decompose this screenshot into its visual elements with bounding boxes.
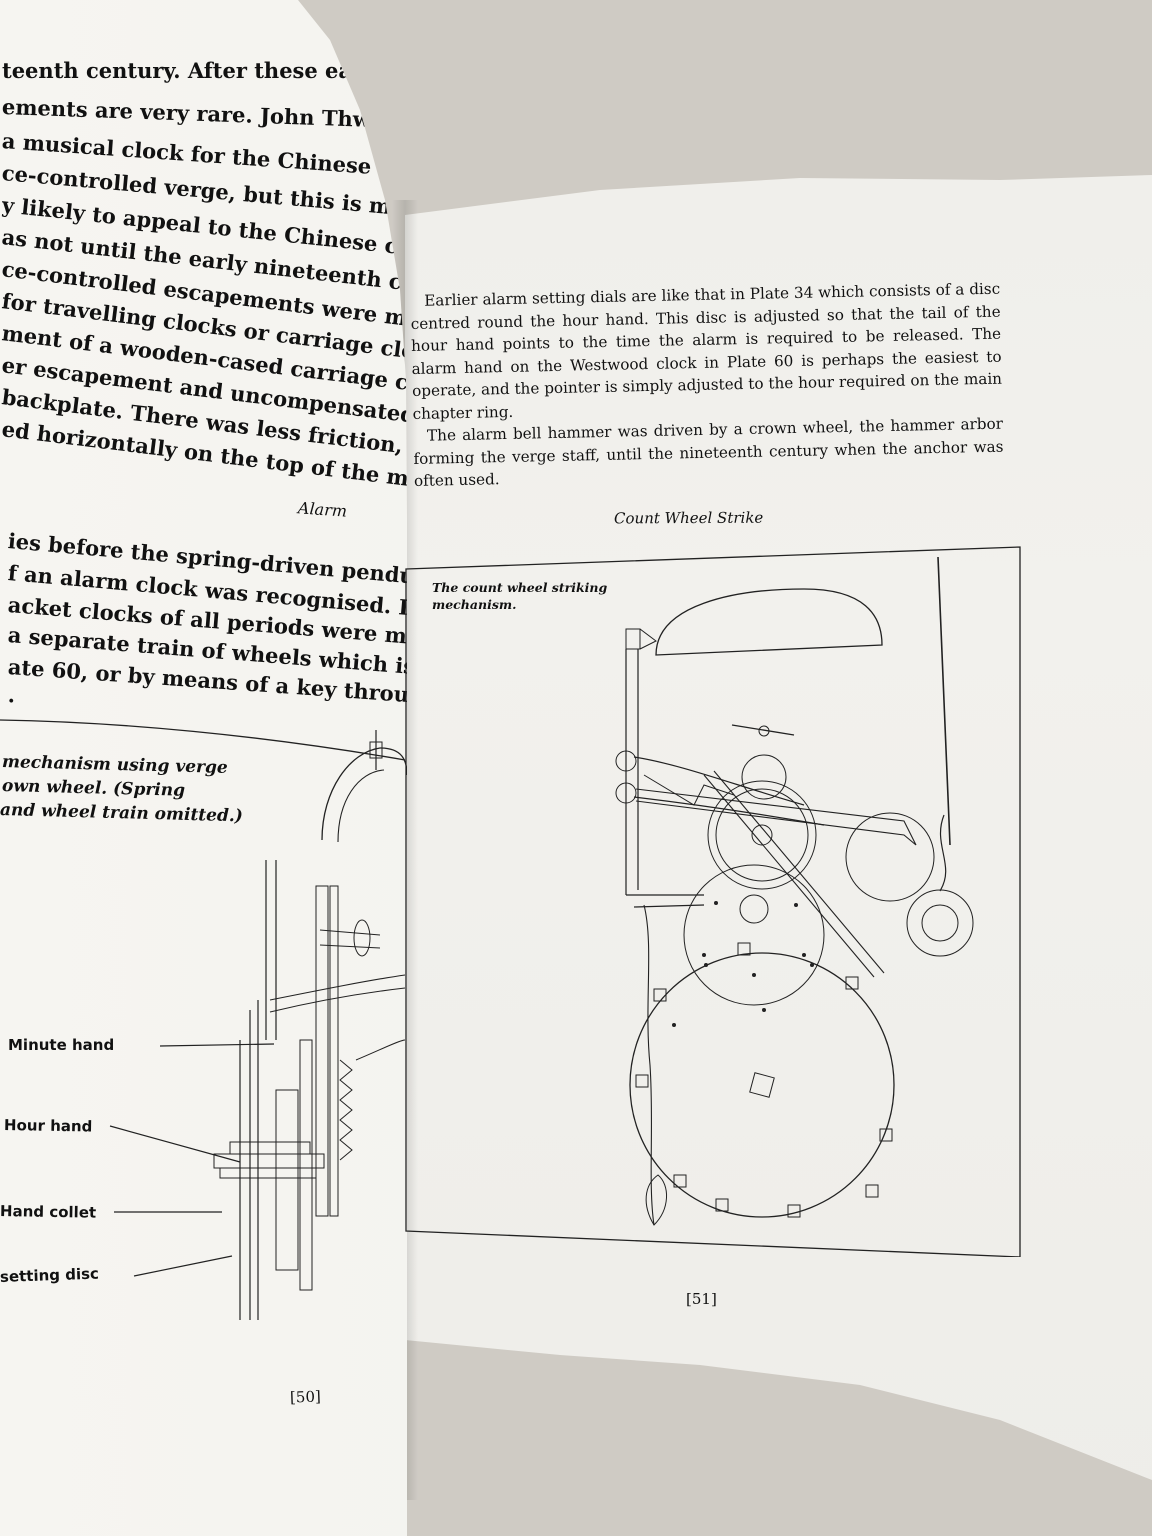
count-wheel-figure bbox=[405, 546, 1021, 1257]
paragraph-alarm-bell: The alarm bell hammer was driven by a cr… bbox=[413, 414, 1004, 490]
label-minute-hand: Minute hand bbox=[8, 1036, 115, 1054]
label-hour-hand: Hour hand bbox=[3, 1116, 93, 1136]
count-wheel-figure-caption: The count wheel striking mechanism. bbox=[432, 580, 608, 612]
right-body-text: Earlier alarm setting dials are like tha… bbox=[410, 278, 1004, 493]
left-page-number: [50] bbox=[289, 1387, 322, 1407]
label-setting-disc: setting disc bbox=[0, 1264, 100, 1286]
left-text-line: teenth century. After these early experi… bbox=[2, 58, 515, 83]
paragraph-alarm-dials: Earlier alarm setting dials are like tha… bbox=[410, 279, 1003, 423]
right-page-number: [51] bbox=[686, 1290, 717, 1308]
count-wheel-heading: Count Wheel Strike bbox=[613, 508, 764, 528]
label-hand-collet: Hand collet bbox=[0, 1202, 97, 1222]
